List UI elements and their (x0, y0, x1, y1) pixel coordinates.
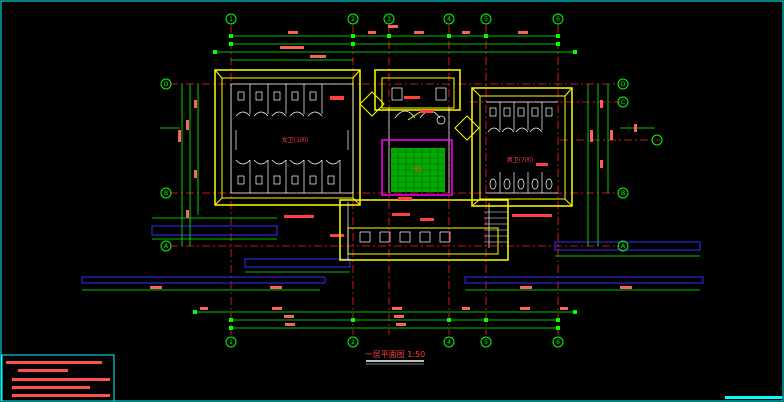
bottom-dimension-lines (82, 289, 700, 329)
women-room-label: 女卫(1间) (282, 136, 309, 144)
left-wing: 女卫(1间) (214, 69, 361, 237)
top-dimension-text (280, 25, 528, 58)
axis-label-bottom-2: 2 (351, 339, 355, 346)
drawing-title: 一层平面图 1:50 (365, 350, 426, 359)
corridor (339, 199, 509, 261)
right-wing: 男卫(7间) (471, 87, 573, 207)
axis-label-bottom-1: 1 (229, 339, 233, 346)
axis-label-top-1: 1 (229, 16, 233, 23)
axis-label-top-3: 3 (387, 16, 391, 23)
planting-frame (381, 139, 453, 196)
axis-label-right-c: C (621, 99, 625, 106)
axis-label-right-a: A (621, 243, 626, 250)
notes-box (1, 354, 115, 402)
right-dimension-lines (587, 84, 655, 246)
bottom-dimension-text (150, 286, 632, 326)
top-dimension-ticks (213, 34, 577, 54)
axis-label-left-d: D (164, 81, 169, 88)
axis-bubbles-top (225, 13, 564, 25)
axis-label-left-a: A (164, 243, 169, 250)
bottom-dimension-ticks (193, 310, 577, 330)
axis-label-bottom-4: 4 (447, 339, 451, 346)
axis-label-right-b: B (621, 190, 625, 197)
axis-label-bottom-6: 6 (556, 339, 560, 346)
axis-label-top-2: 2 (351, 16, 355, 23)
right-dimension-text (590, 100, 637, 168)
axis-label-left-b: B (164, 190, 168, 197)
left-dimension-lines (160, 84, 199, 246)
top-dimension-lines (215, 35, 575, 61)
axis-bubbles-bottom (225, 336, 564, 348)
axis-label-bottom-5: 5 (484, 339, 488, 346)
status-bar-accent (725, 396, 782, 399)
men-room-label: 男卫(7间) (507, 156, 534, 164)
center-block: 绿化 (339, 69, 552, 261)
axis-bubbles-left (160, 78, 172, 252)
axis-bubbles-right (617, 78, 663, 252)
axis-label-right-d: D (621, 81, 626, 88)
blue-bands (81, 225, 704, 284)
axis-label-top-5: 5 (484, 16, 488, 23)
axis-label-top-6: 6 (556, 16, 560, 23)
lower-dim-lines (152, 217, 700, 273)
left-dimension-text (178, 100, 197, 218)
axis-label-top-4: 4 (447, 16, 451, 23)
stairs (484, 205, 508, 243)
planting-label: 绿化 (413, 166, 423, 173)
